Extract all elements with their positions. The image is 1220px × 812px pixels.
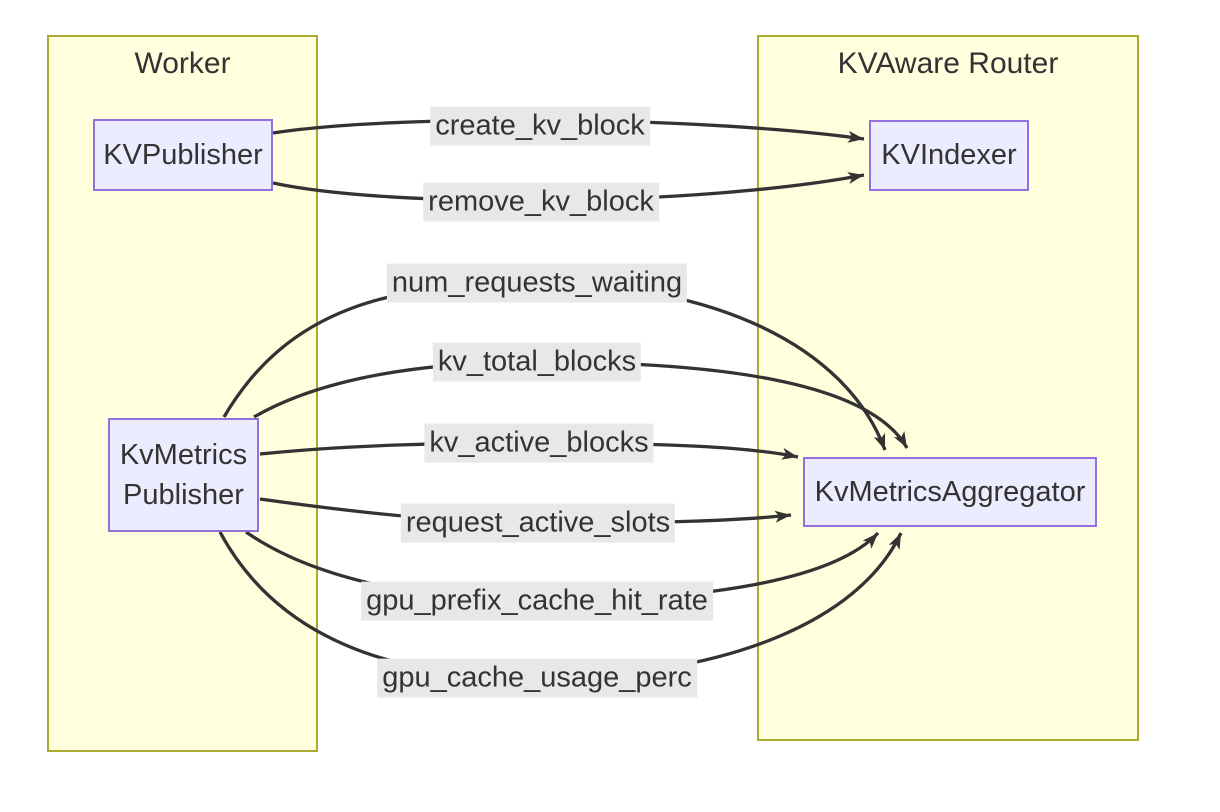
cluster-worker-title: Worker: [134, 47, 231, 80]
edge-label-kv-active-blocks: kv_active_blocks: [424, 423, 654, 463]
edge-label-gpu-prefix-cache-hit-rate: gpu_prefix_cache_hit_rate: [361, 581, 713, 621]
edge-label-remove-kv-block: remove_kv_block: [423, 182, 659, 222]
node-kvmetricsaggregator: KvMetricsAggregator: [803, 457, 1097, 527]
edge-label-create-kv-block: create_kv_block: [430, 106, 650, 146]
edge-label-num-requests-waiting: num_requests_waiting: [386, 263, 688, 303]
node-kvmetricspublisher: KvMetrics Publisher: [108, 418, 259, 532]
edge-label-request-active-slots: request_active_slots: [400, 503, 676, 543]
edge-label-kv-total-blocks: kv_total_blocks: [432, 342, 642, 382]
cluster-kvaware-router-title: KVAware Router: [837, 47, 1059, 80]
node-kvmetricspublisher-line1: KvMetrics: [119, 439, 248, 471]
edge-label-gpu-cache-usage-perc: gpu_cache_usage_perc: [377, 658, 697, 698]
node-kvpublisher: KVPublisher: [93, 119, 273, 191]
node-kvmetricspublisher-line2: Publisher: [123, 479, 244, 511]
node-kvindexer: KVIndexer: [869, 120, 1029, 191]
